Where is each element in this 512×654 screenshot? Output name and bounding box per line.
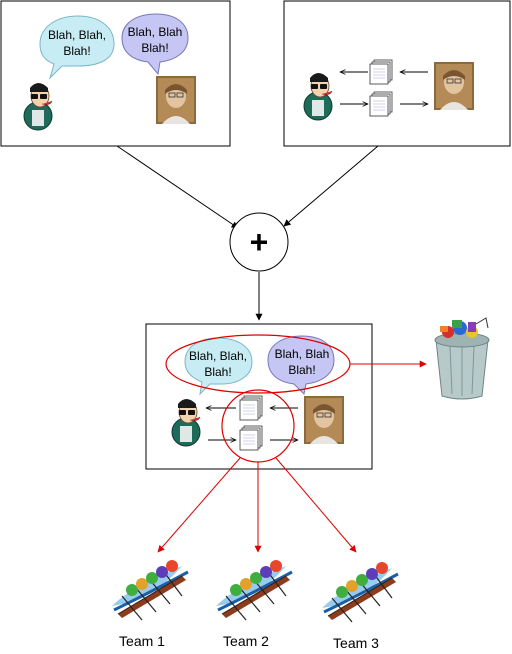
person-photo-icon xyxy=(433,61,475,111)
merge-node: + xyxy=(229,212,289,272)
speech-bubble-right: Blah, Blah Blah! xyxy=(121,13,189,76)
plus-symbol: + xyxy=(250,224,269,260)
team-2: Team 2 xyxy=(214,558,294,649)
person-photo-icon xyxy=(303,395,345,445)
panel-conversation: Blah, Blah, Blah! Blah, Blah Blah! xyxy=(0,0,231,147)
document-stack-icon xyxy=(369,91,393,117)
team-1: Team 1 xyxy=(110,558,190,649)
person-photo-icon xyxy=(155,75,197,125)
bubble-left-line2: Blah! xyxy=(63,44,90,58)
trash-can-icon xyxy=(434,317,490,400)
rowing-team-icon xyxy=(320,560,400,624)
panel-document-exchange xyxy=(283,0,511,147)
document-stack-icon xyxy=(239,395,263,421)
team-3: Team 3 xyxy=(320,560,400,651)
bubble-left-line2: Blah! xyxy=(204,365,231,379)
team-2-label: Team 2 xyxy=(223,633,269,649)
team-1-label: Team 1 xyxy=(119,633,165,649)
arrow-docs-to-team-1 xyxy=(157,457,241,553)
bubble-left-line1: Blah, Blah, xyxy=(48,28,106,42)
arrow-docs-to-team-3 xyxy=(275,457,357,553)
bubble-left-line1: Blah, Blah, xyxy=(189,349,247,363)
arrow-right-panel-to-merge xyxy=(283,145,379,227)
rowing-team-icon xyxy=(214,558,294,622)
speech-bubble-left: Blah, Blah, Blah! xyxy=(39,15,115,80)
document-stack-icon xyxy=(369,59,393,85)
bubble-right-line1: Blah, Blah xyxy=(128,25,183,39)
arrow-left-panel-to-merge xyxy=(116,145,239,229)
speech-bubble-left: Blah, Blah, Blah! xyxy=(184,337,253,396)
speech-bubble-right: Blah, Blah Blah! xyxy=(267,335,335,396)
panel-combined: Blah, Blah, Blah! Blah, Blah Blah! xyxy=(145,323,373,470)
bubble-right-line2: Blah! xyxy=(288,363,315,377)
merge-circle xyxy=(229,212,289,272)
document-stack-icon xyxy=(239,425,263,451)
rowing-team-icon xyxy=(110,558,190,622)
team-3-label: Team 3 xyxy=(333,635,379,651)
bubble-right-line1: Blah, Blah xyxy=(275,347,330,361)
bubble-right-line2: Blah! xyxy=(141,41,168,55)
